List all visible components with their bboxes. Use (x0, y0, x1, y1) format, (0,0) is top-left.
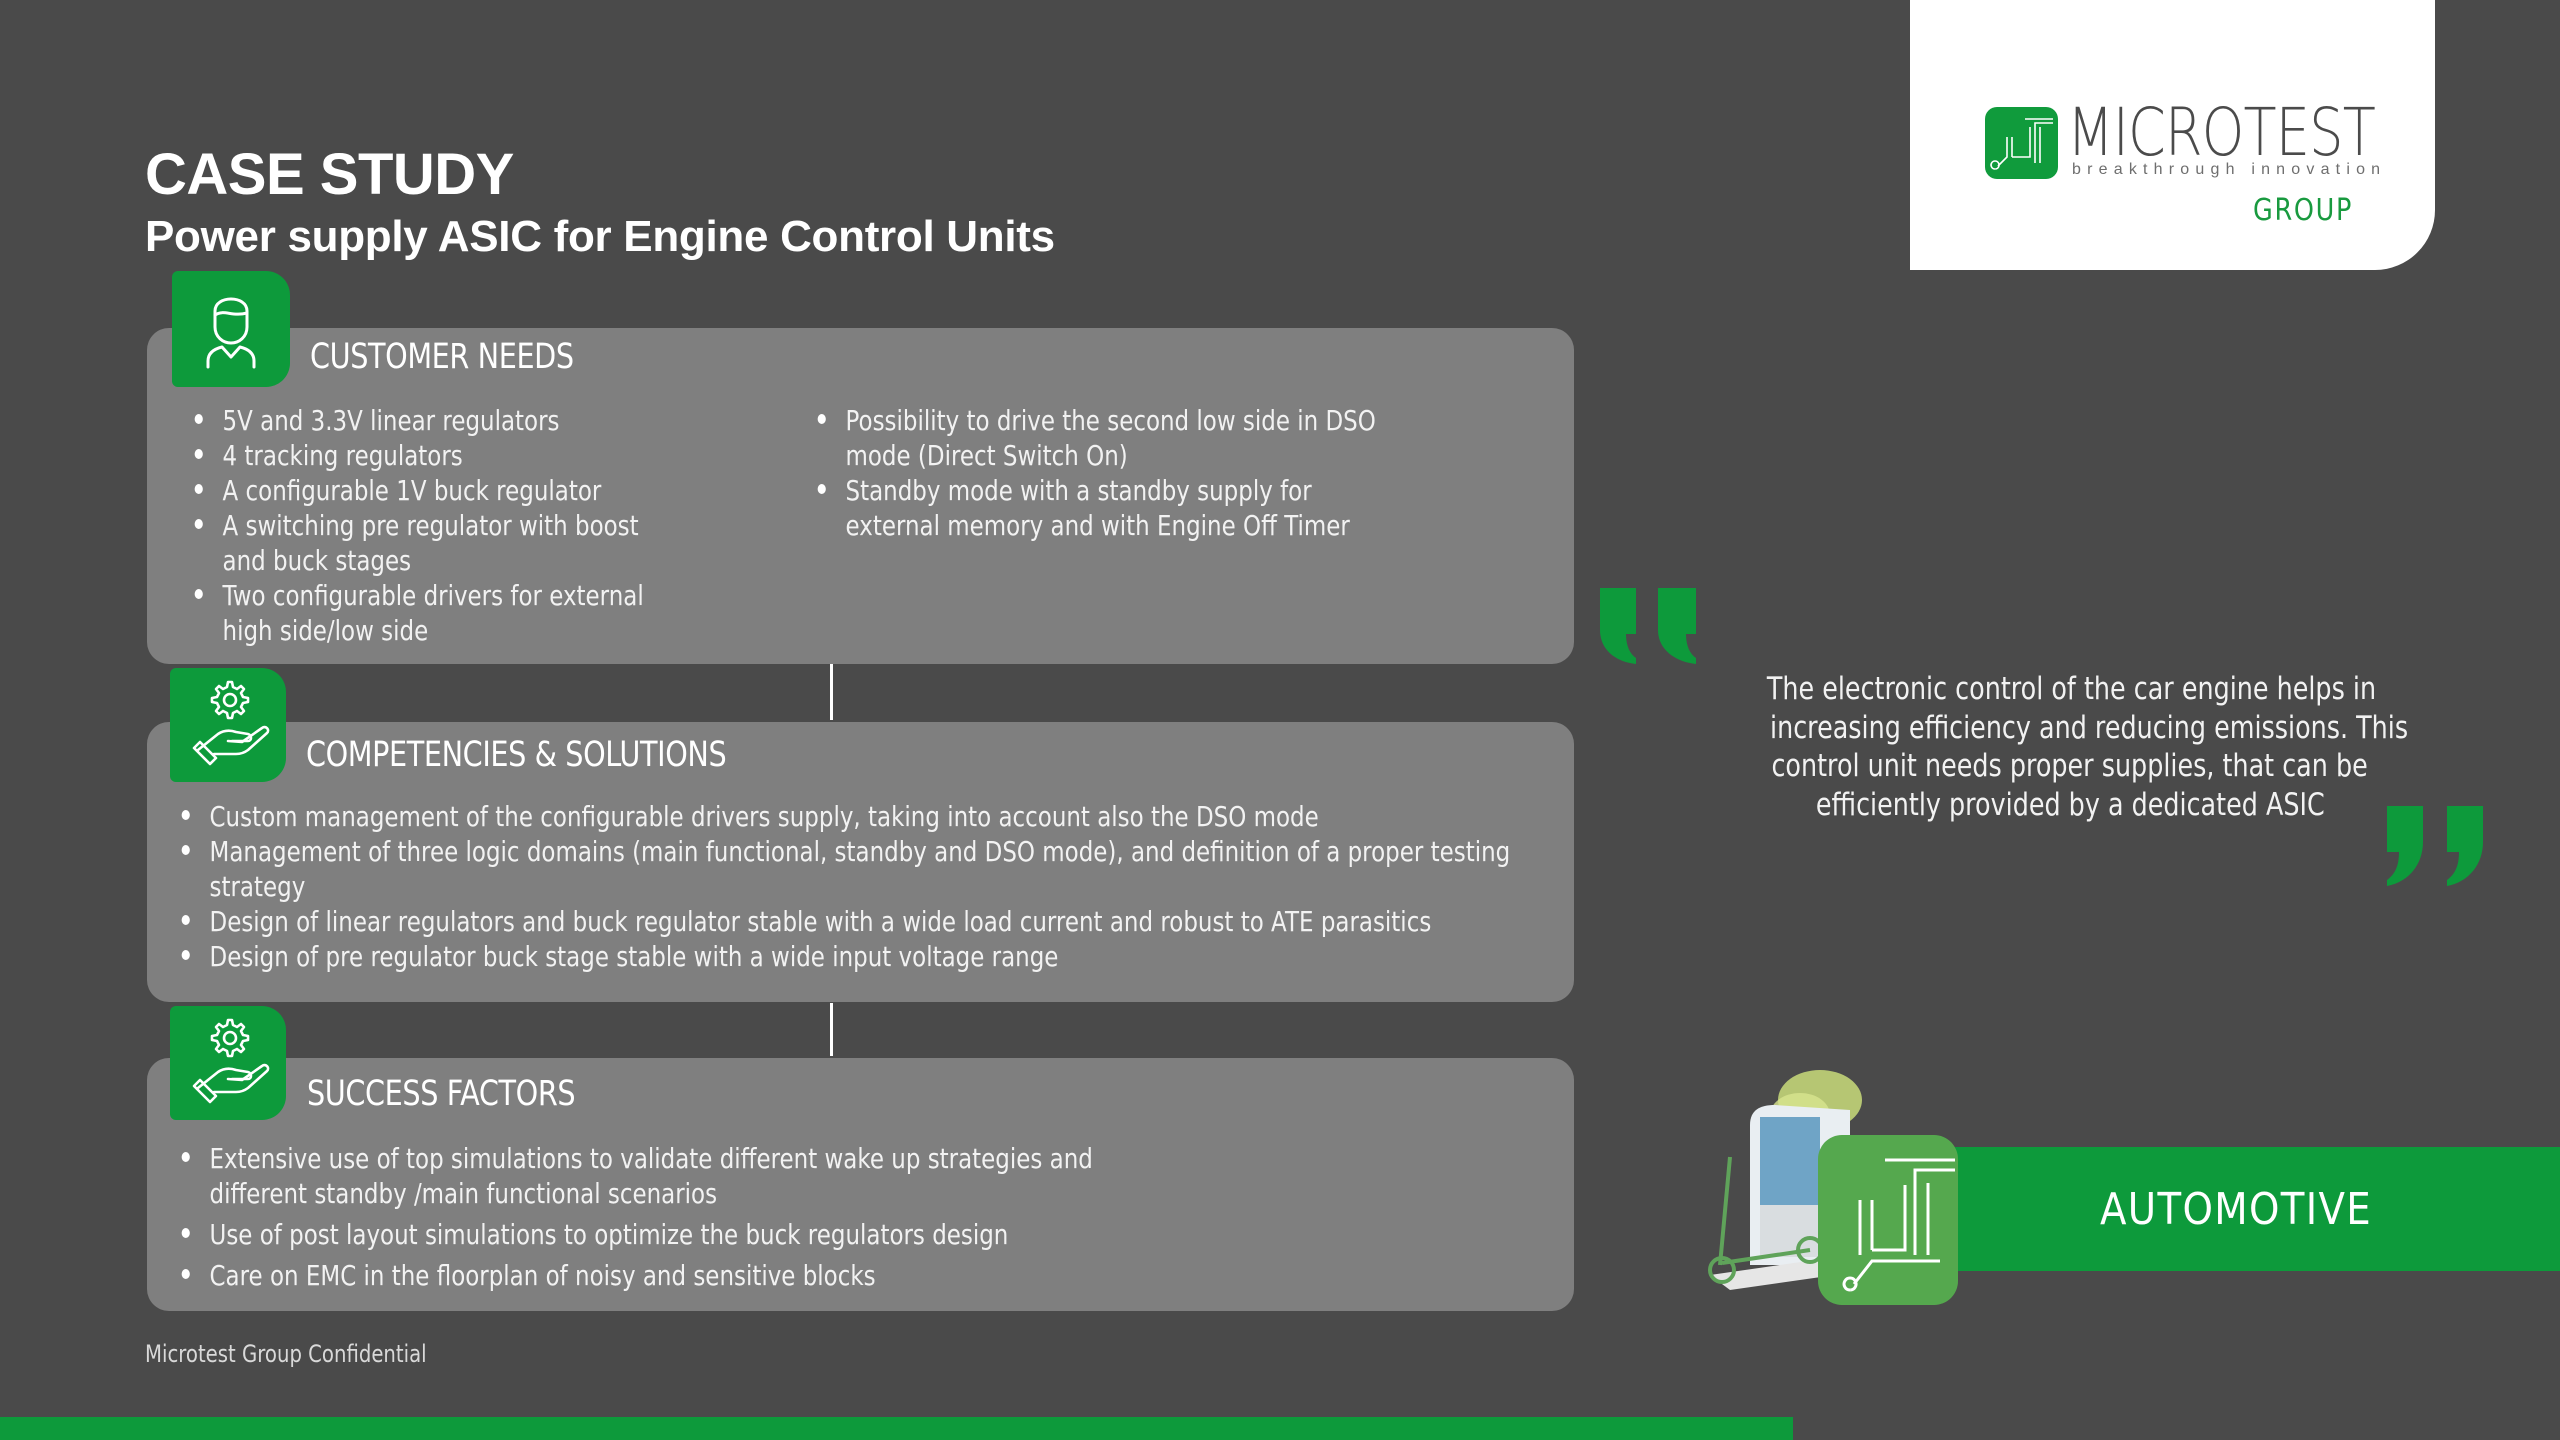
list-item: Custom management of the configurable dr… (180, 799, 1574, 834)
close-quote-icon (2387, 806, 2483, 886)
connector-line (830, 664, 833, 720)
list-item: Use of post layout simulations to optimi… (180, 1217, 1459, 1252)
list-item: A configurable 1V buck regulator (193, 473, 677, 508)
gear-hand-icon (192, 680, 270, 766)
list-item: Care on EMC in the floorplan of noisy an… (180, 1258, 1459, 1293)
customer-needs-list-right: Possibility to drive the second low side… (816, 403, 1406, 543)
logo-group-label: GROUP (2253, 193, 2354, 228)
list-item: 5V and 3.3V linear regulators (193, 403, 677, 438)
quote-line: efficiently provided by a dedicated ASIC (1815, 786, 2325, 823)
logo-card: MICROTEST breakthrough innovation GROUP (1910, 0, 2435, 270)
competencies-panel (147, 722, 1574, 1002)
person-icon (206, 297, 256, 369)
logo-wordmark: MICROTEST (2067, 94, 2376, 171)
list-item: Design of pre regulator buck stage stabl… (180, 939, 1574, 974)
microtest-circuit-logo-icon (1985, 107, 2058, 179)
open-quote-icon (1600, 588, 1696, 664)
list-item: Two configurable drivers for external hi… (193, 578, 677, 648)
list-item: Possibility to drive the second low side… (816, 403, 1406, 473)
customer-needs-icon-tile (172, 271, 290, 387)
quote-text: The electronic control of the car engine… (1700, 670, 2440, 824)
customer-needs-panel (147, 328, 1574, 664)
page-subtitle: Power supply ASIC for Engine Control Uni… (145, 212, 1055, 261)
customer-needs-list-left: 5V and 3.3V linear regulators 4 tracking… (193, 403, 677, 648)
competencies-icon-tile (170, 668, 286, 782)
list-item: Management of three logic domains (main … (180, 834, 1574, 904)
list-item: A switching pre regulator with boost and… (193, 508, 677, 578)
success-factors-list: Extensive use of top simulations to vali… (180, 1141, 1459, 1293)
competencies-heading: COMPETENCIES & SOLUTIONS (306, 735, 727, 775)
list-item: 4 tracking regulators (193, 438, 677, 473)
quote-line: The electronic control of the car engine… (1766, 671, 2377, 707)
sector-band (1940, 1147, 2560, 1271)
success-factors-panel (147, 1058, 1574, 1311)
list-item: Extensive use of top simulations to vali… (180, 1141, 1161, 1211)
success-factors-icon-tile (170, 1006, 286, 1120)
customer-needs-heading: CUSTOMER NEEDS (310, 337, 574, 377)
success-factors-heading: SUCCESS FACTORS (307, 1074, 576, 1114)
gear-hand-icon (192, 1018, 270, 1104)
list-item: Design of linear regulators and buck reg… (180, 904, 1574, 939)
page-title: CASE STUDY (145, 142, 514, 207)
automotive-scooter-logo-graphic (1708, 1070, 1958, 1305)
confidential-footer: Microtest Group Confidential (145, 1340, 427, 1368)
sector-label: AUTOMOTIVE (2100, 1184, 2373, 1235)
connector-line (830, 1003, 833, 1056)
footer-accent-bar (0, 1417, 1793, 1440)
quote-line: control unit needs proper supplies, that… (1771, 748, 2369, 784)
logo-tagline: breakthrough innovation (2072, 161, 2387, 178)
quote-line: increasing efficiency and reducing emiss… (1770, 709, 2409, 746)
competencies-list: Custom management of the configurable dr… (180, 799, 1574, 974)
list-item: Standby mode with a standby supply for e… (816, 473, 1406, 543)
